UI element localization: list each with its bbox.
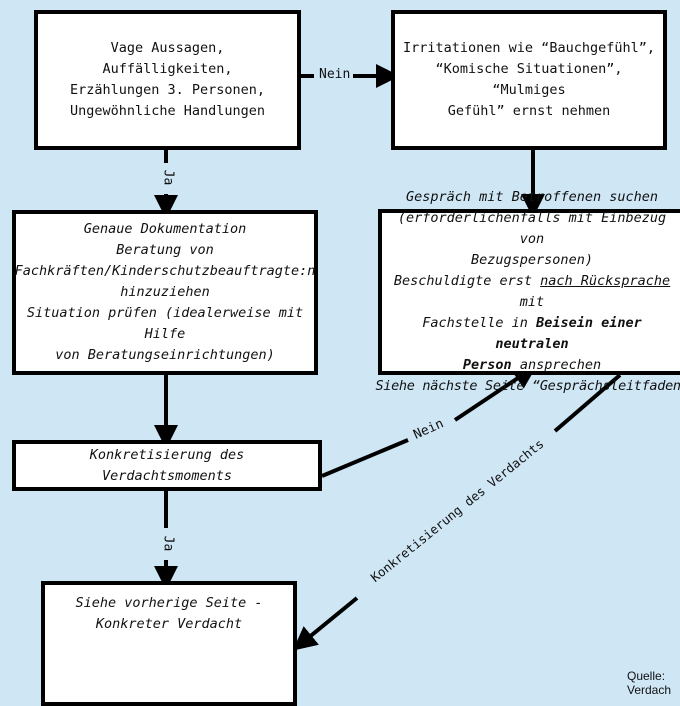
node-line: Beschuldigte erst nach Rücksprache mit <box>384 271 680 313</box>
node-line: Gefühl” ernst nehmen <box>447 103 611 119</box>
text-run: Beschuldigte erst <box>393 273 541 289</box>
edge-konk-diag-b <box>292 596 359 651</box>
node-concretization: Konkretisierung des Verdachtsmoments <box>12 440 322 491</box>
node-previous-page: Siehe vorherige Seite - Konkreter Verdac… <box>41 581 297 706</box>
node-line: Genaue Dokumentation <box>83 221 247 237</box>
node-vague-statements: Vage Aussagen, Auffälligkeiten, Erzählun… <box>34 10 301 150</box>
bold-text: Beisein einer neutralen <box>495 315 642 352</box>
node-line: Siehe vorherige Seite - <box>75 595 263 611</box>
node-line: Gespräch mit Betroffenen suchen <box>406 189 658 205</box>
text-run: ansprechen <box>511 357 602 373</box>
underlined-text: nach Rücksprache <box>540 273 671 289</box>
node-irritations: Irritationen wie “Bauchgefühl”, “Komisch… <box>391 10 667 150</box>
node-line: Bezugspersonen) <box>471 252 593 268</box>
node-line: Fachstelle in Beisein einer neutralen <box>384 313 680 355</box>
text-run: mit <box>519 294 545 310</box>
node-line: Vage Aussagen, Auffälligkeiten, <box>102 40 233 77</box>
edge-label-nein-top: Nein <box>316 67 354 82</box>
node-line: Situation prüfen (idealerweise mit Hilfe <box>26 305 304 342</box>
node-line: Ungewöhnliche Handlungen <box>69 103 266 119</box>
node-line: Beratung von <box>116 242 214 258</box>
node-line: Erzählungen 3. Personen, <box>69 82 266 98</box>
node-line: Fachkräften/Kinderschutzbeauftragte:n <box>14 263 316 279</box>
node-line: (erforderlichenfalls mit Einbezug von <box>397 210 667 247</box>
edge-label-ja-1: Ja <box>160 166 176 189</box>
node-line: Irritationen wie “Bauchgefühl”, <box>403 40 655 56</box>
node-line: “Komische Situationen”, “Mulmiges <box>435 61 623 98</box>
edge-label-ja-2: Ja <box>160 532 176 555</box>
node-line: von Beratungseinrichtungen) <box>55 347 275 363</box>
source-note: Quelle: Verdach <box>627 669 671 697</box>
source-line: Quelle: <box>627 669 666 683</box>
node-line: Person ansprechen <box>463 355 601 376</box>
node-line: Siehe nächste Seite “Gesprächsleitfaden” <box>375 378 680 394</box>
source-line: Verdach <box>627 683 672 697</box>
edge-nein-diag-b <box>453 365 537 422</box>
node-line: Konkretisierung des Verdachtsmoments <box>89 446 245 484</box>
text-run: Fachstelle in <box>422 315 537 331</box>
edge-nein-diag-a <box>321 438 409 478</box>
bold-text: Person <box>462 357 512 373</box>
node-conversation: Gespräch mit Betroffenen suchen (erforde… <box>375 189 680 394</box>
edge-konk-diag-a <box>553 373 622 433</box>
node-line: hinzuziehen <box>120 284 210 300</box>
node-line: Konkreter Verdacht <box>95 616 243 632</box>
node-documentation: Genaue Dokumentation Beratung von Fachkr… <box>12 210 318 375</box>
